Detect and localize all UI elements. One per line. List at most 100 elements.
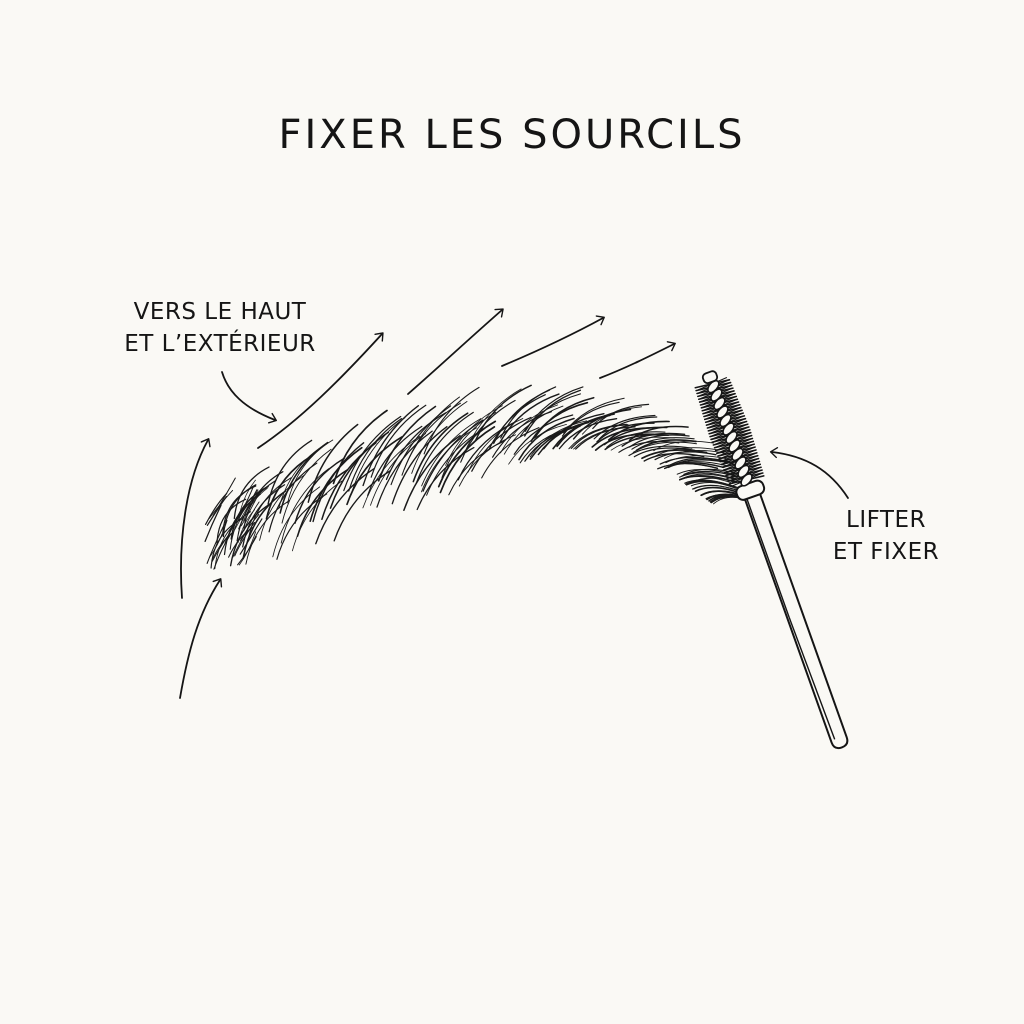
eyebrow-hair — [524, 425, 581, 462]
eyebrow-hair — [333, 470, 391, 542]
eyebrow-hair — [236, 479, 277, 542]
eyebrow-hair — [412, 412, 469, 483]
eyebrow-hair — [685, 479, 737, 489]
eyebrow-hair — [240, 491, 260, 527]
eyebrow-hair — [385, 412, 447, 481]
eyebrow-hair — [488, 394, 546, 451]
eyebrow-hair — [243, 471, 284, 530]
arrow-icon — [180, 438, 211, 599]
eyebrow-hair — [370, 404, 427, 478]
eyebrow-hair — [423, 386, 480, 455]
eyebrow-hair — [592, 403, 650, 430]
eyebrow-hair — [204, 504, 222, 543]
eyebrow-hair — [291, 480, 343, 552]
eyebrow-hair — [678, 476, 734, 484]
eyebrow-hair — [329, 431, 389, 509]
eyebrow-hair — [376, 430, 433, 508]
eyebrow-hair — [621, 432, 686, 447]
eyebrow-hair — [238, 479, 256, 518]
eyebrow-hair — [629, 434, 690, 448]
eyebrow-hair — [233, 466, 270, 520]
arrow-icon — [221, 371, 278, 424]
eyebrow-hair — [309, 446, 363, 523]
eyebrow-hair — [287, 439, 334, 504]
eyebrow-hair — [570, 424, 629, 450]
eyebrow-hair — [232, 529, 249, 558]
eyebrow-hair — [416, 446, 475, 511]
arrow-icon — [257, 332, 384, 449]
eyebrow-hair — [633, 447, 696, 458]
action-annotation: LIFTER ET FIXER — [818, 504, 954, 568]
eyebrow-hair — [312, 442, 365, 523]
eyebrow-hair — [421, 418, 482, 487]
eyebrow-hair — [524, 389, 582, 437]
eyebrow-illustration — [204, 384, 754, 570]
eyebrow-hair — [654, 447, 720, 457]
eyebrow-hair — [228, 527, 253, 558]
eyebrow-hair — [332, 409, 388, 485]
eyebrow-hair — [606, 431, 666, 448]
eyebrow-hair — [534, 396, 595, 438]
eyebrow-hair — [350, 417, 406, 495]
eyebrow-hair — [239, 518, 263, 555]
eyebrow-hair — [243, 487, 268, 522]
eyebrow-hair — [370, 433, 427, 506]
eyebrow-hair — [561, 401, 620, 437]
eyebrow-hair — [240, 513, 260, 542]
eyebrow-hair — [296, 468, 349, 537]
spoolie-core-twist — [740, 473, 753, 487]
eyebrow-hair — [474, 384, 532, 442]
eyebrow-hair — [231, 487, 254, 527]
eyebrow-hair — [315, 468, 375, 545]
spoolie-brush-icon — [694, 370, 850, 750]
eyebrow-hair — [439, 426, 496, 494]
eyebrow-hair — [641, 449, 708, 460]
eyebrow-hair — [362, 405, 420, 487]
arrow-icon — [179, 578, 223, 699]
eyebrow-hair — [500, 386, 557, 439]
eyebrow-hair — [280, 468, 330, 544]
eyebrow-hair — [206, 495, 228, 526]
arrow-icon — [599, 341, 676, 379]
eyebrow-hair — [281, 448, 332, 524]
eyebrow-hair — [691, 484, 741, 493]
eyebrow-hair — [632, 441, 697, 453]
eyebrow-hair — [415, 411, 474, 484]
eyebrow-hair — [679, 472, 735, 480]
eyebrow-hair — [238, 489, 258, 530]
eyebrow-hair — [403, 434, 461, 512]
eyebrow-hair — [657, 462, 719, 470]
direction-annotation-line2: ET L’EXTÉRIEUR — [124, 331, 316, 357]
eyebrow-hair — [391, 426, 448, 505]
eyebrow-hair — [422, 419, 484, 492]
eyebrow-hair — [238, 531, 257, 566]
eyebrow-hair — [243, 501, 260, 532]
eyebrow-hair — [213, 532, 232, 570]
eyebrow-hair — [572, 408, 632, 440]
eyebrow-hair — [513, 414, 574, 455]
eyebrow-hair — [594, 433, 655, 451]
direction-annotation: VERS LE HAUT ET L’EXTÉRIEUR — [102, 296, 338, 360]
eyebrow-hair — [593, 414, 656, 440]
eyebrow-hair — [348, 417, 403, 492]
eyebrow-hair — [467, 418, 524, 473]
eyebrow-hair — [631, 437, 695, 450]
arrow-icon — [769, 447, 849, 499]
eyebrow-hair — [437, 420, 497, 488]
eyebrow-hair — [390, 405, 452, 486]
eyebrow-hair — [500, 404, 559, 454]
eyebrow-hair — [307, 423, 359, 503]
eyebrow-hair — [524, 386, 584, 432]
eyebrow-hair — [563, 397, 625, 434]
eyebrow-hair — [529, 420, 588, 458]
arrow-icon — [501, 315, 605, 367]
eyebrow-hair — [518, 417, 575, 461]
eyebrow-hair — [663, 462, 725, 470]
eyebrow-hair — [248, 477, 292, 539]
eyebrow-hair — [481, 427, 540, 479]
eyebrow-hair — [267, 439, 313, 505]
direction-annotation-line1: VERS LE HAUT — [133, 299, 307, 325]
eyebrow-hair — [401, 396, 461, 476]
eyebrow-hair — [343, 415, 402, 492]
